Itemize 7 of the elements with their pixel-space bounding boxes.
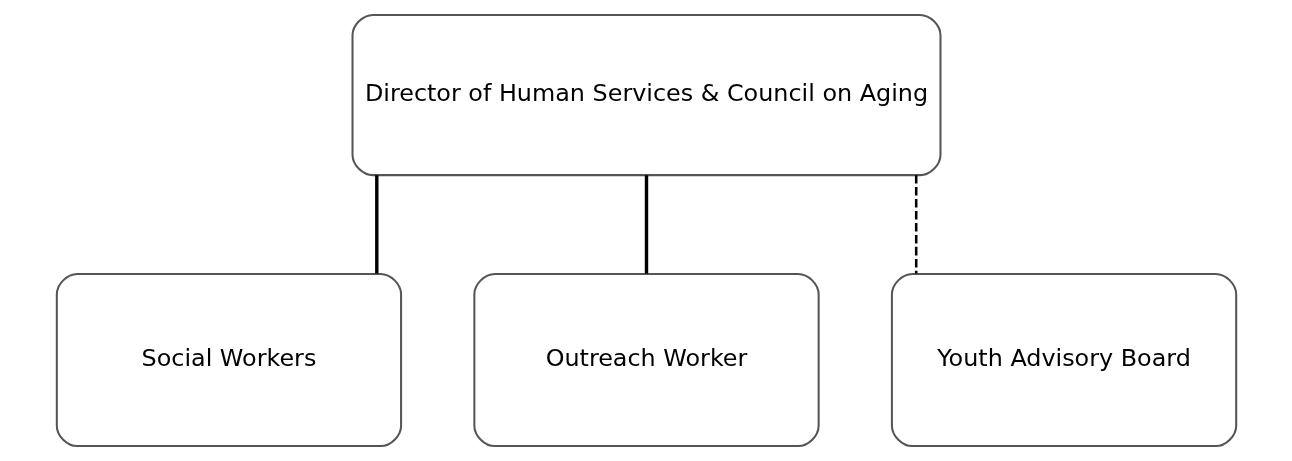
connector (374, 175, 378, 274)
node-box: Outreach Worker (472, 272, 820, 448)
node-box: Youth Advisory Board (890, 272, 1237, 448)
node-box: Social Workers (55, 272, 402, 448)
node-box: Director of Human Services & Council on Aging (351, 13, 941, 177)
connector (644, 175, 648, 274)
connector (914, 175, 917, 274)
